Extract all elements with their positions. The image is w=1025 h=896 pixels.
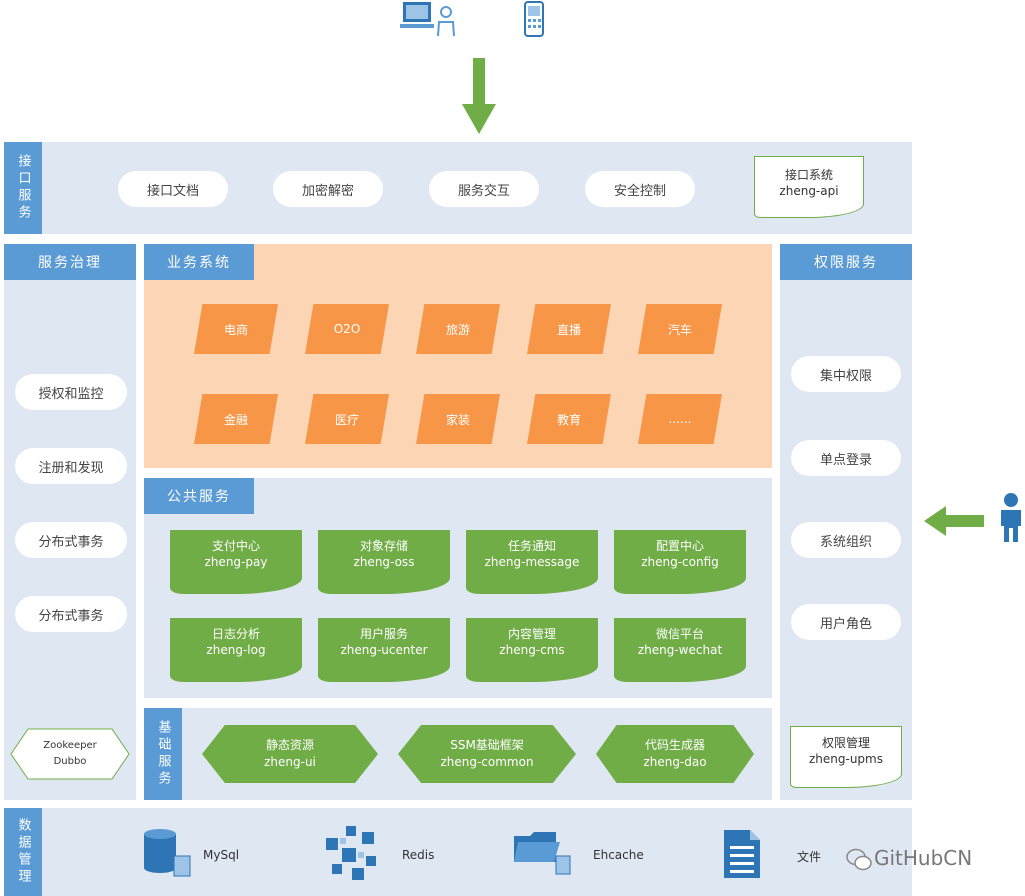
public-tab: 公共服务	[144, 478, 254, 514]
user-icon	[1001, 493, 1021, 542]
svc-sub: zheng-wechat	[637, 643, 723, 657]
governance-tab: 服务治理	[4, 244, 136, 280]
svc-ucenter: 用户服务 zheng-ucenter	[318, 618, 450, 682]
file-label: 文件	[797, 850, 822, 864]
base-ssm-framework: SSM基础框架 zheng-common	[398, 725, 576, 783]
doc-sub: zheng-api	[779, 184, 839, 198]
base-code-generator: 代码生成器 zheng-dao	[596, 725, 754, 783]
biz-travel: 旅游	[416, 304, 500, 354]
svc-message: 任务通知 zheng-message	[466, 530, 598, 594]
wechat-icon	[846, 848, 872, 871]
mysql-label: MySql	[203, 848, 240, 862]
pill-interface-doc: 接口文档	[118, 171, 228, 207]
file-icon	[724, 830, 760, 878]
base-static-resources: 静态资源 zheng-ui	[202, 725, 378, 783]
zookeeper-hex-shape	[10, 728, 130, 780]
ehcache-label: Ehcache	[593, 848, 644, 862]
biz-o2o: O2O	[305, 304, 389, 354]
svc-title: 微信平台	[655, 627, 704, 641]
svc-sub: zheng-oss	[353, 555, 415, 569]
computer-user-icon	[400, 2, 455, 37]
dubbo-label: Dubbo	[53, 756, 87, 767]
svc-sub: zheng-message	[484, 555, 580, 569]
svc-title: 对象存储	[359, 539, 408, 553]
svc-wechat: 微信平台 zheng-wechat	[614, 618, 746, 682]
zookeeper-label: Zookeeper	[43, 740, 97, 751]
svc-sub: zheng-pay	[204, 555, 268, 569]
svc-oss: 对象存储 zheng-oss	[318, 530, 450, 594]
biz-more: ......	[638, 394, 722, 444]
svc-sub: zheng-config	[641, 555, 719, 569]
biz-auto: 汽车	[638, 304, 722, 354]
redis-label: Redis	[402, 848, 435, 862]
svc-title: 支付中心	[211, 539, 260, 553]
svc-title: 配置中心	[655, 539, 704, 553]
pill-register-discover: 注册和发现	[15, 448, 127, 484]
pill-service-interaction: 服务交互	[429, 171, 539, 207]
zookeeper-hex: Zookeeper Dubbo	[10, 738, 130, 772]
business-tab: 业务系统	[144, 244, 254, 280]
pill-distributed-tx-1: 分布式事务	[15, 522, 127, 558]
interface-system-doc: 接口系统 zheng-api	[754, 156, 864, 218]
left-arrow-icon	[924, 506, 984, 536]
pill-user-role: 用户角色	[791, 604, 901, 640]
svc-cms: 内容管理 zheng-cms	[466, 618, 598, 682]
watermark-text: GitHubCN	[874, 846, 973, 870]
biz-finance: 金融	[194, 394, 278, 444]
base-title: 静态资源	[265, 738, 314, 752]
base-sub: zheng-common	[440, 755, 534, 769]
svc-title: 内容管理	[507, 627, 556, 641]
svc-title: 日志分析	[211, 627, 260, 641]
pill-sso: 单点登录	[791, 440, 901, 476]
svc-pay: 支付中心 zheng-pay	[170, 530, 302, 594]
base-title: SSM基础框架	[450, 738, 524, 752]
svc-title: 用户服务	[359, 627, 408, 641]
biz-live: 直播	[527, 304, 611, 354]
base-tab: 基础服务	[144, 708, 182, 800]
svc-sub: zheng-ucenter	[340, 643, 428, 657]
doc-sub: zheng-upms	[808, 752, 883, 766]
biz-education: 教育	[527, 394, 611, 444]
mobile-phone-icon	[524, 1, 544, 37]
data-band	[4, 808, 912, 896]
svc-sub: zheng-cms	[499, 643, 565, 657]
pill-system-org: 系统组织	[791, 522, 901, 558]
interface-tab: 接口服务	[4, 142, 42, 234]
pill-security-control: 安全控制	[585, 171, 695, 207]
svc-title: 任务通知	[507, 539, 556, 553]
svc-config: 配置中心 zheng-config	[614, 530, 746, 594]
pill-central-permission: 集中权限	[791, 356, 901, 392]
down-arrow-icon	[462, 58, 496, 134]
biz-decoration: 家装	[416, 394, 500, 444]
base-sub: zheng-ui	[264, 755, 316, 769]
base-sub: zheng-dao	[643, 755, 707, 769]
permission-tab: 权限服务	[780, 244, 912, 280]
svc-log: 日志分析 zheng-log	[170, 618, 302, 682]
pill-encrypt: 加密解密	[273, 171, 383, 207]
svc-sub: zheng-log	[206, 643, 266, 657]
pill-distributed-tx-2: 分布式事务	[15, 596, 127, 632]
biz-ecommerce: 电商	[194, 304, 278, 354]
data-tab: 数据管理	[4, 808, 42, 896]
permission-manage-doc: 权限管理 zheng-upms	[790, 726, 902, 788]
biz-medical: 医疗	[305, 394, 389, 444]
doc-title: 接口系统	[784, 168, 833, 182]
database-icon	[144, 829, 191, 877]
doc-title: 权限管理	[821, 736, 870, 750]
redis-icon	[326, 826, 376, 880]
pill-auth-monitor: 授权和监控	[15, 374, 127, 410]
ehcache-folder-icon	[514, 832, 571, 875]
base-title: 代码生成器	[644, 738, 705, 752]
